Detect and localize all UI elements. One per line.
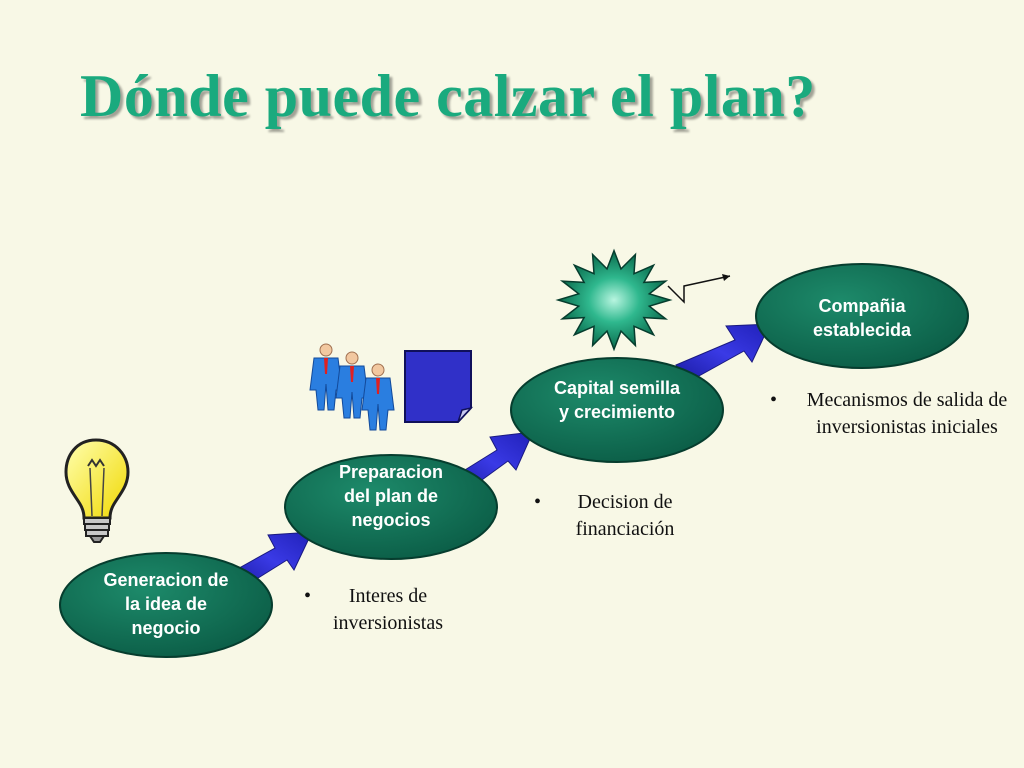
stage-1-ellipse [59,552,273,658]
document-icon [404,350,474,423]
stage-1-label: Generacion de la idea de negocio [103,570,229,638]
stage-3-ellipse [510,357,724,463]
note-2-text: Decision de financiación [575,491,675,540]
starburst-icon [555,248,673,352]
note-1-bullet: • [304,585,312,607]
note-1: • Interes de inversionistas [304,583,458,637]
note-2: • Decision de financiación [534,489,690,543]
stage-2-label: Preparacion del plan de negocios [338,462,444,530]
lightbulb-icon [64,438,130,543]
note-3-bullet: • [770,389,778,411]
stage-2-ellipse [284,454,498,560]
business-people-icon [309,343,395,431]
lightning-icon [667,274,731,304]
note-3: • Mecanismos de salida de inversionistas… [770,387,1014,441]
slide-title: Dónde puede calzar el plan? [80,63,816,129]
note-1-text: Interes de inversionistas [333,585,443,634]
stage-4-label: Compañia establecida [812,296,912,340]
note-3-text: Mecanismos de salida de inversionistas i… [806,389,1008,438]
stage-3-label: Capital semilla y crecimiento [553,378,681,422]
stage-4-ellipse [755,263,969,369]
note-2-bullet: • [534,491,542,513]
